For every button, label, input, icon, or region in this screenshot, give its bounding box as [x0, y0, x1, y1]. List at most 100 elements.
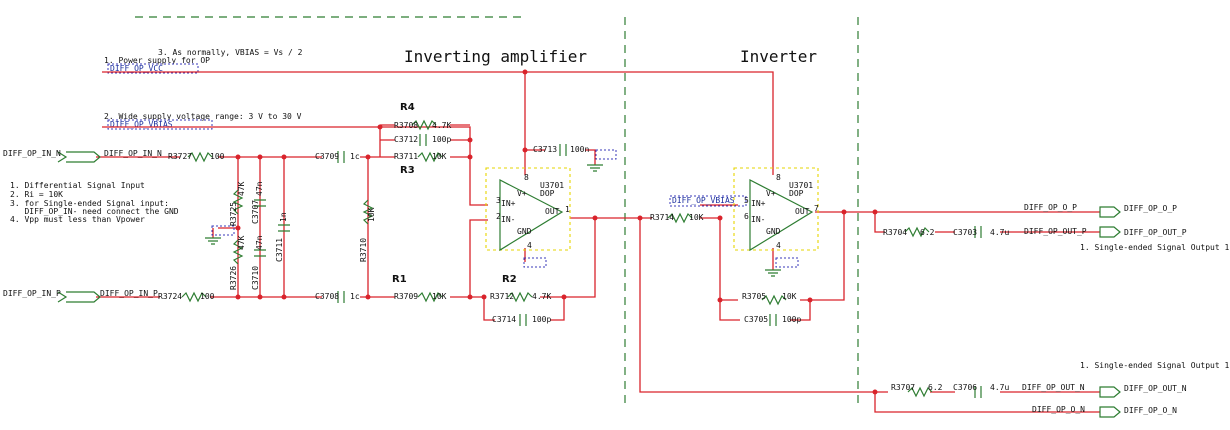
svg-text:4.7K: 4.7K: [532, 292, 551, 301]
svg-text:4.7u: 4.7u: [990, 383, 1009, 392]
svg-text:R3710: R3710: [359, 238, 368, 262]
svg-text:10K: 10K: [367, 207, 376, 222]
svg-text:IN-: IN-: [501, 215, 515, 224]
svg-text:R3727: R3727: [168, 152, 192, 161]
svg-text:C3705: C3705: [744, 315, 768, 324]
svg-text:1: 1: [565, 205, 570, 214]
ground-symbols: [205, 149, 781, 277]
svg-text:R3707: R3707: [891, 383, 915, 392]
svg-text:DIFF_OP_IN_N: DIFF_OP_IN_N: [3, 149, 61, 158]
svg-text:C3714: C3714: [492, 315, 516, 324]
svg-text:C3708: C3708: [315, 292, 339, 301]
svg-text:DIFF_OP_IN_N: DIFF_OP_IN_N: [104, 149, 162, 158]
svg-text:4: 4: [776, 241, 781, 250]
ref-r1: R1: [392, 274, 407, 285]
svg-text:OUT: OUT: [795, 207, 810, 216]
svg-text:DIFF_OP_IN_P: DIFF_OP_IN_P: [100, 289, 158, 298]
svg-text:100p: 100p: [782, 315, 801, 324]
svg-text:C3703: C3703: [953, 228, 977, 237]
svg-text:C3707: C3707: [251, 200, 260, 224]
component-labels: R3708 4.7K C3712 100p C3709 1c R3711 10K…: [158, 121, 1009, 392]
svg-text:2. Ri = 10K: 2. Ri = 10K: [10, 190, 63, 199]
svg-text:R3708: R3708: [394, 121, 418, 130]
ref-r4: R4: [400, 102, 415, 113]
note-output-2: 1. Single-ended Signal Output 1: [1080, 361, 1229, 370]
svg-text:DIFF_OP_O_N: DIFF_OP_O_N: [1032, 405, 1085, 414]
svg-text:DIFF_OP_OUT_P: DIFF_OP_OUT_P: [1024, 227, 1087, 236]
svg-text:IN+: IN+: [501, 199, 516, 208]
svg-text:3: 3: [496, 196, 501, 205]
svg-text:100: 100: [200, 292, 215, 301]
svg-text:1c: 1c: [350, 292, 360, 301]
svg-text:4.7K: 4.7K: [432, 121, 451, 130]
svg-text:3. for Single-ended Signal inp: 3. for Single-ended Signal input:: [10, 199, 169, 208]
svg-text:4: 4: [527, 241, 532, 250]
net-label-vbias-2: DIFF_OP_VBIAS: [672, 196, 735, 205]
svg-text:100p: 100p: [532, 315, 551, 324]
note-output-1: 1. Single-ended Signal Output 1: [1080, 243, 1229, 252]
ports: [57, 151, 1121, 418]
svg-text:DOP: DOP: [540, 189, 555, 198]
svg-text:R3725: R3725: [229, 202, 238, 226]
net-labels: DIFF_OP_IN_N DIFF_OP_IN_N DIFF_OP_IN_P D…: [3, 149, 1229, 415]
svg-text:R3704: R3704: [883, 228, 907, 237]
opamp-u3701b: U3701 DOP V+ IN+ IN- OUT GND 8 5 6 7 4 D…: [669, 167, 819, 268]
svg-text:1c: 1c: [350, 152, 360, 161]
svg-text:DIFF_OP_O_P: DIFF_OP_O_P: [1124, 204, 1177, 213]
opamp-u3701a: U3701 DOP V+ IN+ IN- OUT GND 8 3 2 1 4: [485, 167, 571, 268]
svg-text:47n: 47n: [255, 181, 264, 196]
svg-text:47K: 47K: [237, 235, 246, 250]
svg-text:IN+: IN+: [751, 199, 766, 208]
svg-text:DIFF_OP_OUT_N: DIFF_OP_OUT_N: [1124, 384, 1187, 393]
svg-text:R3724: R3724: [158, 292, 182, 301]
svg-text:10K: 10K: [782, 292, 797, 301]
svg-text:R3714: R3714: [650, 213, 674, 222]
svg-text:100p: 100p: [432, 135, 451, 144]
junction-dots: [235, 69, 878, 395]
svg-text:V+: V+: [766, 189, 776, 198]
ref-r3: R3: [400, 165, 415, 176]
input-notes: 1. Differential Signal Input 2. Ri = 10K…: [10, 181, 179, 224]
svg-text:6.2: 6.2: [920, 228, 935, 237]
svg-text:R3705: R3705: [742, 292, 766, 301]
svg-text:C3712: C3712: [394, 135, 418, 144]
svg-text:C3713: C3713: [533, 145, 557, 154]
svg-text:DOP: DOP: [789, 189, 804, 198]
svg-text:V+: V+: [517, 189, 527, 198]
svg-text:1n: 1n: [279, 212, 288, 222]
svg-text:DIFF_OP_O_N: DIFF_OP_O_N: [1124, 406, 1177, 415]
svg-text:4. Vpp must less than Vpower: 4. Vpp must less than Vpower: [10, 215, 145, 224]
section-separators: [135, 16, 859, 408]
svg-text:C3706: C3706: [953, 383, 977, 392]
note-vbias: 3. As normally, VBIAS = Vs / 2: [158, 48, 303, 57]
svg-text:R3726: R3726: [229, 266, 238, 290]
svg-text:47K: 47K: [237, 181, 246, 196]
svg-text:DIFF_OP_IN_P: DIFF_OP_IN_P: [3, 289, 61, 298]
svg-text:100n: 100n: [570, 145, 589, 154]
svg-text:2: 2: [496, 212, 501, 221]
svg-text:6: 6: [744, 212, 749, 221]
svg-text:GND: GND: [517, 227, 532, 236]
svg-text:10K: 10K: [432, 292, 447, 301]
svg-text:U3701: U3701: [540, 181, 564, 190]
svg-text:GND: GND: [766, 227, 781, 236]
svg-text:C3711: C3711: [275, 238, 284, 262]
svg-text:8: 8: [776, 173, 781, 182]
title-inverter: Inverter: [740, 47, 817, 66]
svg-text:10K: 10K: [432, 152, 447, 161]
svg-text:IN-: IN-: [751, 215, 765, 224]
svg-text:C3709: C3709: [315, 152, 339, 161]
svg-text:C3710: C3710: [251, 266, 260, 290]
svg-text:R3711: R3711: [394, 152, 418, 161]
wires: [96, 71, 1100, 413]
svg-text:R3709: R3709: [394, 292, 418, 301]
svg-text:DIFF_OP_IN- need connect the G: DIFF_OP_IN- need connect the GND: [10, 207, 179, 216]
note-wide-supply: 2. Wide supply voltage range: 3 V to 30 …: [104, 112, 302, 121]
svg-text:OUT: OUT: [545, 207, 560, 216]
note-power: 1. Power supply for OP: [104, 56, 210, 65]
svg-text:47n: 47n: [255, 235, 264, 250]
svg-text:1. Differential Signal Input: 1. Differential Signal Input: [10, 181, 145, 190]
svg-text:7: 7: [814, 204, 819, 213]
svg-text:8: 8: [524, 173, 529, 182]
